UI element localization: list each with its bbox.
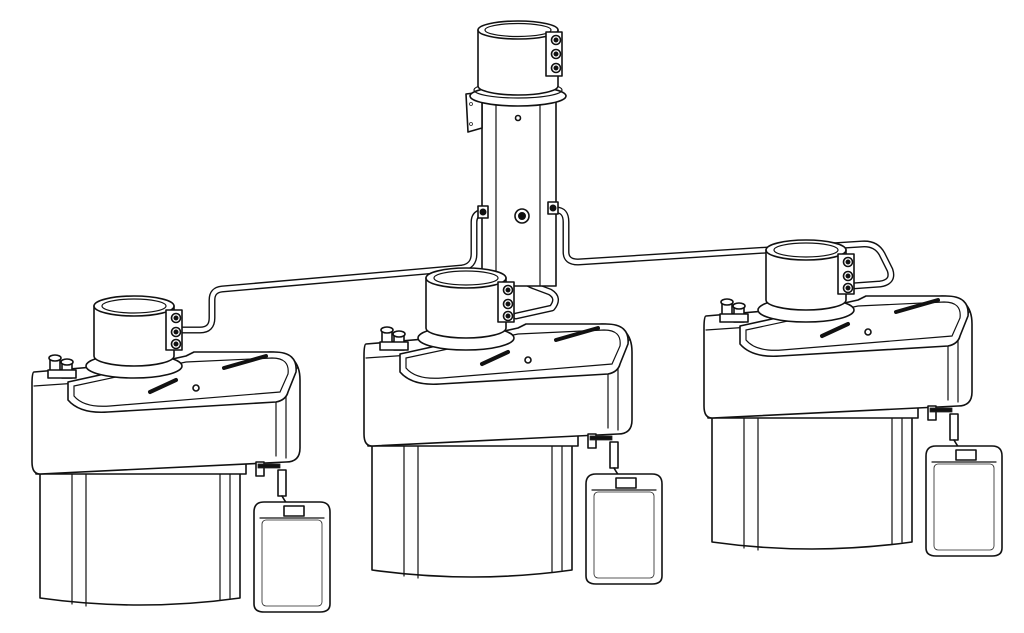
riser-fitting-right — [547, 201, 559, 215]
separator-unit-right — [702, 238, 1004, 558]
separator-unit-left — [30, 294, 332, 614]
riser-fitting-center — [514, 208, 530, 224]
top-separator — [469, 20, 567, 107]
central-riser — [465, 91, 559, 287]
riser-fitting-left — [477, 205, 489, 219]
separator-unit-center — [362, 266, 664, 586]
